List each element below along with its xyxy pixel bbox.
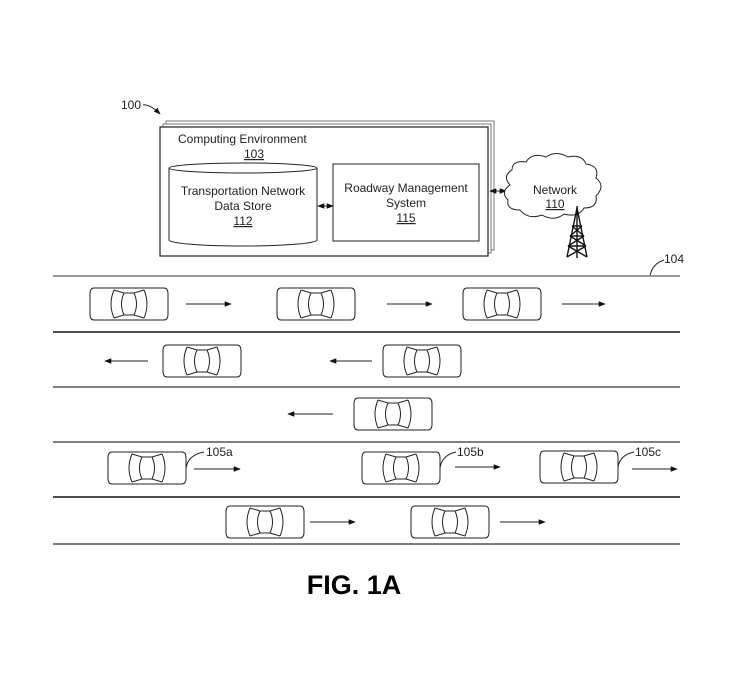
system-ref-leader <box>142 104 161 115</box>
vehicle <box>89 287 169 321</box>
network-ref: 110 <box>545 197 564 211</box>
vehicle <box>276 287 356 321</box>
rms-ref: 115 <box>396 211 415 225</box>
vehicle-105a <box>107 451 187 485</box>
vehicle <box>382 344 462 378</box>
vehicle <box>462 287 542 321</box>
vehicle <box>225 505 305 539</box>
roadway-ref-label: 104 <box>664 252 684 266</box>
vehicle-105b <box>361 451 441 485</box>
data-store-label-line1: Transportation Network <box>181 184 306 198</box>
computing-environment-ref: 103 <box>244 147 264 161</box>
vehicle-105a-label: 105a <box>206 445 233 459</box>
data-store-cylinder <box>168 162 318 247</box>
system-ref-label: 100 <box>121 98 141 112</box>
data-store-ref: 112 <box>233 214 252 228</box>
rms-label-line1: Roadway Management <box>344 181 468 195</box>
vehicle-105a-leader <box>185 451 205 469</box>
vehicle-105b-leader <box>439 451 457 469</box>
cell-tower-icon <box>566 206 588 258</box>
roadway-ref-leader <box>649 259 665 277</box>
roadway <box>53 275 680 545</box>
roadway-management-system-box <box>332 163 480 242</box>
vehicle-105c-label: 105c <box>635 445 661 459</box>
computing-environment-title: Computing Environment <box>178 132 307 146</box>
figure-label: FIG. 1A <box>307 570 402 600</box>
network-cloud-icon <box>504 153 602 219</box>
data-store-label-line2: Data Store <box>214 199 272 213</box>
rms-label-line2: System <box>386 196 426 210</box>
vehicle <box>353 397 433 431</box>
network-label: Network <box>533 183 578 197</box>
vehicle-105c-leader <box>617 451 635 468</box>
vehicle <box>410 505 490 539</box>
vehicle-105c <box>539 450 619 484</box>
vehicle-105b-label: 105b <box>457 445 484 459</box>
vehicle <box>162 344 242 378</box>
